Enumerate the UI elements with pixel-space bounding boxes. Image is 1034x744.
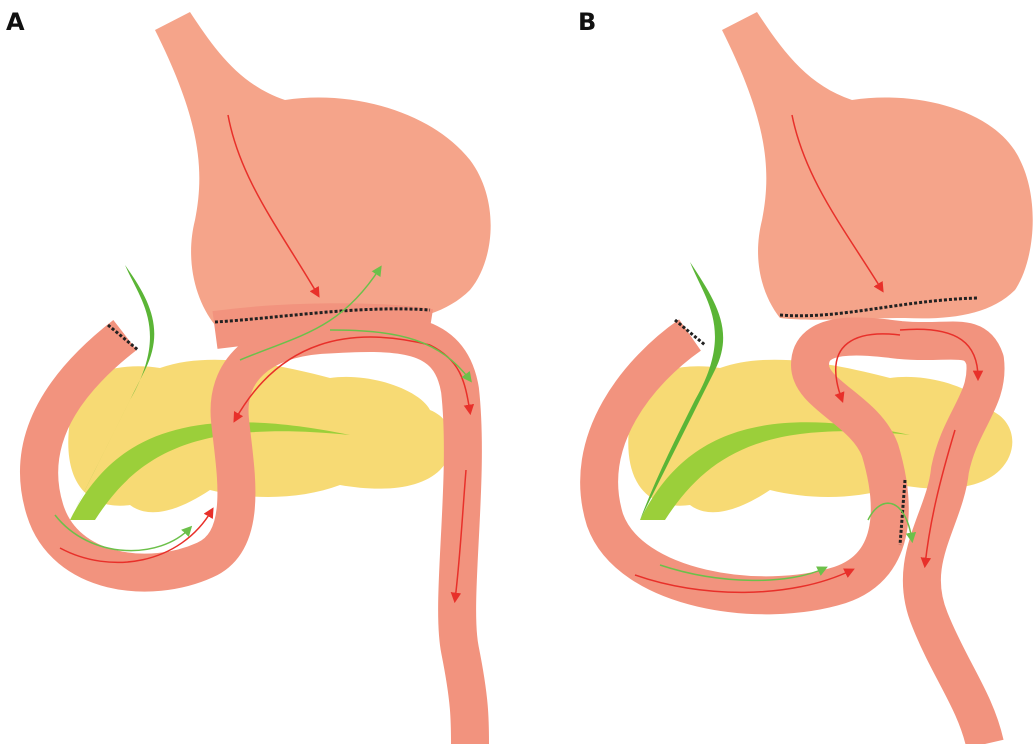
panel-b <box>599 12 1033 744</box>
stomach-b <box>722 12 1033 320</box>
panel-a <box>39 12 491 744</box>
pancreas-a <box>68 360 452 513</box>
intestine-a-bridge <box>215 322 430 330</box>
stomach-a <box>155 12 491 326</box>
